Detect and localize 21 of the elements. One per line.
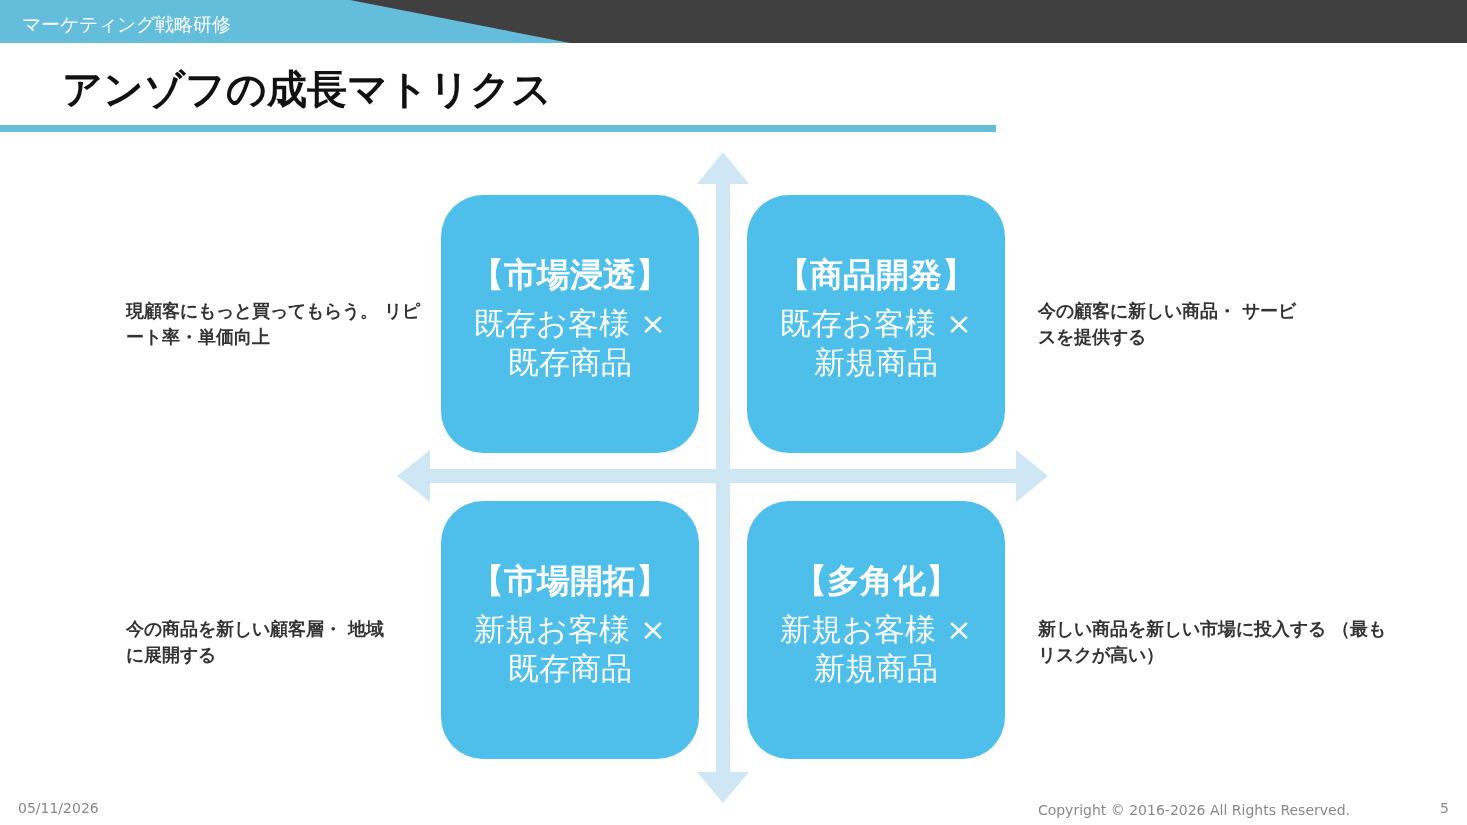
quadrant-description: 新しい商品を新しい市場に投入する （最もリスクが高い） bbox=[1038, 617, 1388, 667]
quadrant-text: 新規お客様 × 新規商品 bbox=[779, 610, 973, 688]
quadrant-box bbox=[747, 501, 1005, 759]
slide-title: アンゾフの成長マトリクス bbox=[62, 65, 552, 114]
quadrant-heading: 【商品開発】 bbox=[776, 254, 976, 296]
quadrant-box bbox=[441, 501, 699, 759]
quadrant-box bbox=[747, 195, 1005, 453]
quadrant-heading: 【多角化】 bbox=[792, 560, 960, 602]
copyright-text: Copyright © 2016-2026 All Rights Reserved. bbox=[1037, 802, 1350, 818]
quadrant-text: 新規お客様 × 既存商品 bbox=[473, 610, 667, 688]
quadrant-text: 既存お客様 × 新規商品 bbox=[779, 304, 973, 382]
quadrant-description: 今の商品を新しい顧客層・ 地域に展開する bbox=[126, 617, 386, 667]
quadrant-heading: 【市場開拓】 bbox=[470, 560, 670, 602]
quadrant-description: 今の顧客に新しい商品・ サービスを提供する bbox=[1038, 299, 1298, 349]
quadrant-description: 現顧客にもっと買ってもらう。 リピート率・単価向上 bbox=[126, 299, 422, 349]
page-number: 5 bbox=[1440, 800, 1449, 816]
quadrant-text: 既存お客様 × 既存商品 bbox=[473, 304, 667, 382]
section-label: マーケティング戦略研修 bbox=[22, 12, 231, 37]
quadrant-box bbox=[441, 195, 699, 453]
quadrant-heading: 【市場浸透】 bbox=[470, 254, 670, 296]
date-text: 05/11/2026 bbox=[18, 800, 99, 816]
